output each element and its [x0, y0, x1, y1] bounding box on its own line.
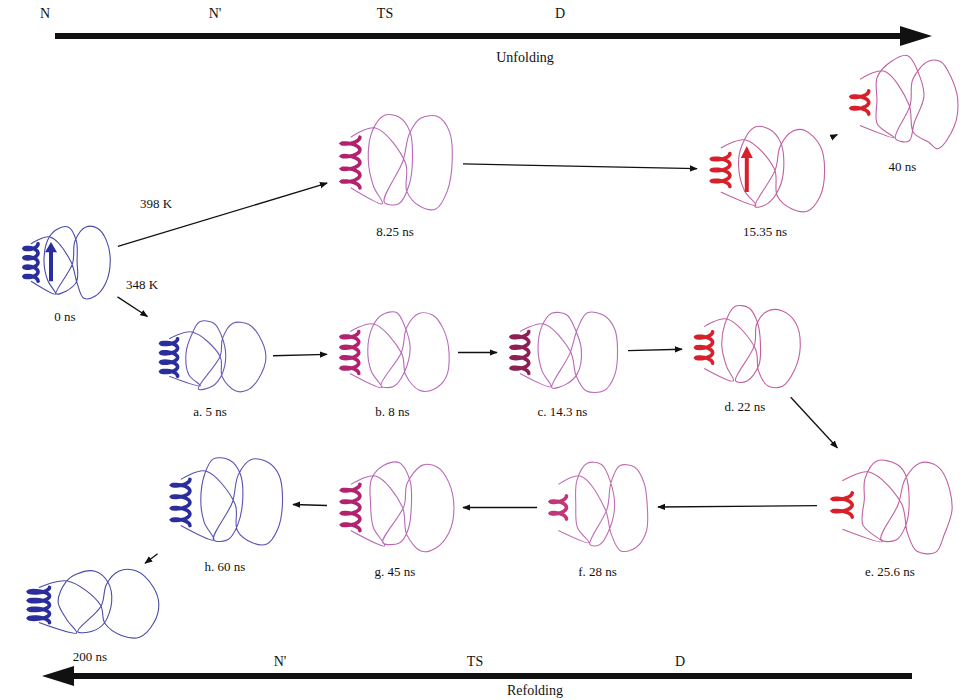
time-caption: g. 45 ns — [375, 564, 416, 579]
alpha-helix — [342, 484, 360, 530]
alpha-helix — [24, 244, 38, 281]
transition-arrow — [791, 397, 838, 448]
alpha-helix — [851, 91, 869, 114]
snapshot-structure: a. 5 ns — [150, 315, 270, 400]
time-caption: d. 22 ns — [725, 399, 766, 414]
time-caption: 0 ns — [54, 309, 75, 324]
state-label: TS — [377, 6, 393, 22]
transition-arrow — [458, 352, 497, 353]
protein-loop — [31, 226, 110, 299]
transition-arrow — [293, 505, 327, 506]
protein-snapshot — [330, 455, 460, 560]
protein-loop — [520, 312, 618, 392]
protein-snapshot — [330, 305, 455, 400]
transition-arrow — [118, 297, 148, 317]
snapshot-structure: b. 8 ns — [330, 305, 455, 400]
state-label: N' — [274, 654, 287, 670]
protein-snapshot — [500, 305, 625, 400]
alpha-helix — [342, 137, 360, 188]
snapshot-structure: 40 ns — [840, 50, 965, 155]
protein-snapshot — [700, 120, 830, 220]
time-caption: b. 8 ns — [375, 404, 409, 419]
time-caption: h. 60 ns — [205, 559, 246, 574]
protein-loop — [181, 458, 283, 545]
axis-head — [42, 666, 74, 686]
transition-arrow — [118, 183, 327, 246]
time-caption: a. 5 ns — [193, 404, 227, 419]
process-label: Refolding — [507, 683, 563, 699]
protein-snapshot — [150, 315, 270, 400]
protein-snapshot — [820, 450, 960, 560]
alpha-helix — [511, 332, 529, 374]
axis-shaft — [55, 33, 905, 39]
protein-snapshot — [840, 50, 965, 155]
snapshot-structure: 15.35 ns — [700, 120, 830, 220]
protein-snapshot — [15, 220, 115, 305]
protein-loop — [351, 115, 453, 210]
snapshot-structure: e. 25.6 ns — [820, 450, 960, 560]
time-caption: 200 ns — [73, 649, 107, 664]
alpha-helix — [29, 587, 50, 622]
alpha-helix — [696, 332, 713, 363]
snapshot-structure: g. 45 ns — [330, 455, 460, 560]
temperature-label: 348 K — [124, 277, 160, 292]
snapshot-structure: f. 28 ns — [540, 455, 655, 560]
protein-snapshot — [685, 300, 805, 395]
alpha-helix — [550, 496, 566, 519]
protein-snapshot — [160, 450, 290, 555]
protein-snapshot — [540, 455, 655, 560]
snapshot-structure: 8.25 ns — [330, 105, 460, 220]
transition-arrow — [658, 506, 817, 507]
snapshot-structure: d. 22 ns — [685, 300, 805, 395]
state-label: N' — [209, 6, 222, 22]
temperature-label: 398 K — [138, 196, 174, 211]
time-caption: e. 25.6 ns — [865, 564, 915, 579]
protein-snapshot — [15, 565, 165, 645]
alpha-helix — [833, 493, 853, 517]
protein-loop — [842, 460, 952, 554]
state-label: N — [40, 6, 50, 22]
alpha-helix — [161, 339, 178, 376]
time-caption: 15.35 ns — [743, 224, 787, 239]
unfolding-axis-arrow — [55, 26, 932, 46]
beta-strand — [741, 146, 753, 192]
state-label: D — [675, 654, 685, 670]
transition-arrow — [145, 554, 158, 564]
state-label: D — [555, 6, 565, 22]
transition-arrow — [628, 349, 682, 350]
alpha-helix — [172, 479, 190, 525]
protein-loop — [350, 312, 449, 392]
protein-loop — [704, 306, 800, 388]
axis-shaft — [68, 673, 912, 679]
alpha-helix — [341, 332, 359, 374]
protein-loop — [39, 570, 159, 639]
protein-snapshot — [330, 105, 460, 220]
transition-arrow — [463, 164, 697, 169]
time-caption: 8.25 ns — [376, 224, 414, 239]
snapshot-structure: 0 ns — [15, 220, 115, 305]
beta-strand — [45, 242, 57, 281]
transition-arrow — [463, 507, 537, 508]
time-caption: c. 14.3 ns — [538, 404, 588, 419]
protein-loop — [558, 462, 647, 551]
transition-arrow — [273, 354, 327, 355]
time-caption: f. 28 ns — [578, 564, 617, 579]
state-label: TS — [467, 654, 483, 670]
snapshot-structure: 200 ns — [15, 565, 165, 645]
protein-loop — [721, 126, 825, 211]
snapshot-structure: h. 60 ns — [160, 450, 290, 555]
protein-loop — [860, 55, 958, 149]
protein-loop — [169, 321, 266, 392]
alpha-helix — [712, 154, 730, 187]
protein-loop — [351, 462, 454, 552]
transition-arrow — [833, 135, 838, 137]
snapshot-structure: c. 14.3 ns — [500, 305, 625, 400]
process-label: Unfolding — [496, 50, 554, 66]
axis-head — [900, 26, 932, 46]
time-caption: 40 ns — [889, 159, 917, 174]
